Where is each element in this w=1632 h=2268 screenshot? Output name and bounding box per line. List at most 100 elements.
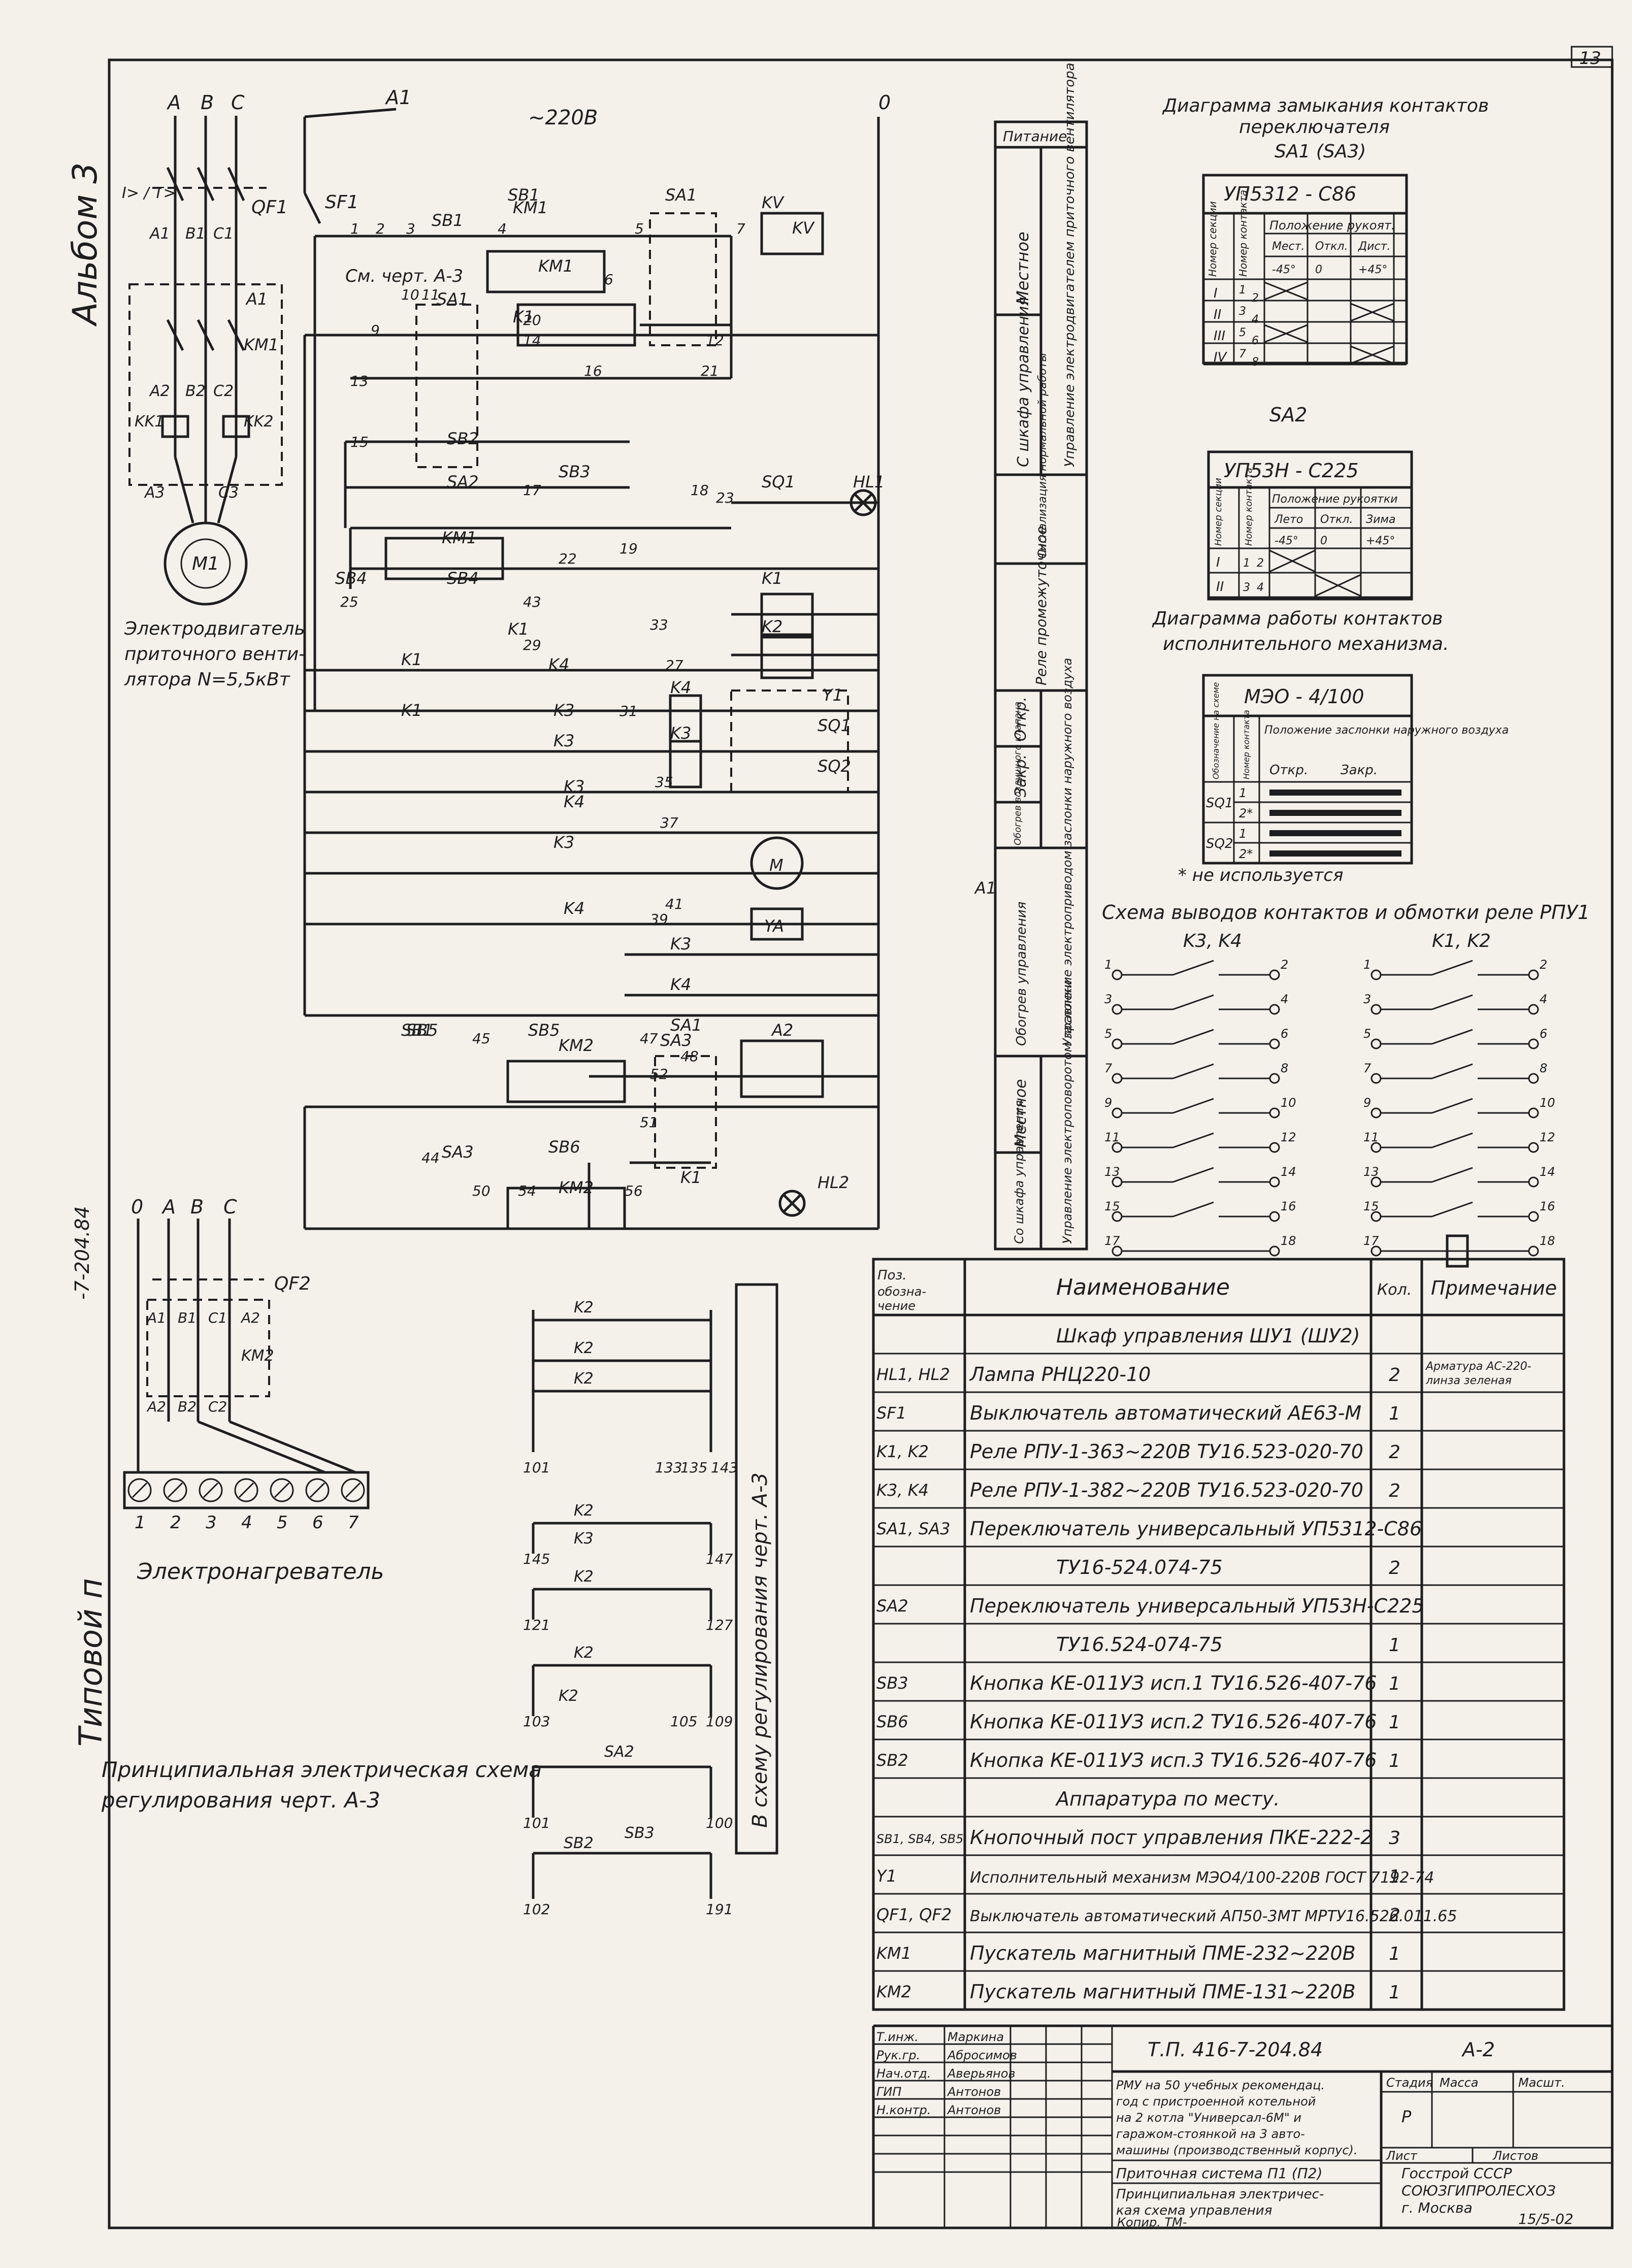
- km2-aux-contact: [506, 1187, 626, 1230]
- wire-number-37: 37: [660, 814, 678, 831]
- bom-pos-2: SF1: [876, 1403, 906, 1423]
- relay-pin-0-3: [1112, 1004, 1123, 1015]
- relay-pin-label-1-10: 10: [1540, 1096, 1555, 1110]
- reg-wire-100: 100: [706, 1815, 733, 1831]
- mech-title-2: исполнительного механизма.: [1163, 634, 1449, 654]
- kk2-relay: [222, 415, 250, 438]
- wire-number-51: 51: [640, 1114, 658, 1131]
- bom-name-7: Переключатель универсальный УП53Н-С225: [970, 1595, 1424, 1617]
- bom-name-4: Реле РПУ-1-382~220В ТУ16.523-020-70: [970, 1479, 1363, 1501]
- heater-terminal-1: [127, 1478, 152, 1502]
- reg-sa2: SA2: [604, 1743, 634, 1761]
- relay-pin-label-0-9: 9: [1104, 1096, 1112, 1110]
- relay-pin-0-4: [1269, 1004, 1280, 1015]
- km2-label: KM2: [241, 1347, 274, 1365]
- title-mass-header: Масса: [1440, 2076, 1479, 2090]
- control-label-km2: KM2: [559, 1178, 594, 1197]
- sa1-switch: [649, 212, 717, 346]
- reg-sb2: SB2: [564, 1834, 594, 1852]
- wire-number-6: 6: [604, 271, 613, 288]
- relay-pin-0-5: [1112, 1038, 1123, 1049]
- wire-number-29: 29: [523, 637, 541, 653]
- relay-pin-1-18: [1528, 1245, 1539, 1257]
- bom-pos-9: SB3: [876, 1673, 908, 1693]
- control-label-k1: K1: [401, 701, 422, 720]
- sa3-switch: [654, 1055, 717, 1169]
- sq-group: [730, 689, 849, 793]
- title-sheet-label: А-2: [1461, 2039, 1495, 2061]
- section-valve-heat: Обогрев воздушного клапана: [1013, 702, 1023, 845]
- title-drawing-0: Принципиальная электричес-: [1116, 2187, 1324, 2202]
- heater-phase-0: 0: [131, 1196, 143, 1218]
- heater-terminal-4: [234, 1478, 258, 1502]
- section-close: Закр.: [1012, 754, 1030, 797]
- relay-pin-label-0-11: 11: [1104, 1130, 1120, 1144]
- control-label-k4: K4: [564, 792, 584, 811]
- relay-pin-0-14: [1269, 1176, 1280, 1188]
- control-label-k3: K3: [553, 701, 574, 720]
- bom-name-12: Аппаратура по месту.: [1055, 1788, 1280, 1810]
- bom-pos-3: K1, K2: [876, 1442, 929, 1461]
- relay-title: Схема выводов контактов и обмотки реле Р…: [1102, 901, 1590, 924]
- reg-wire-127: 127: [706, 1617, 733, 1633]
- bom-name-13: Кнопочный пост управления ПКЕ-222-2: [970, 1826, 1373, 1849]
- tipovoi-label: Типовой п: [72, 1578, 109, 1747]
- relay-pin-label-0-17: 17: [1104, 1234, 1120, 1248]
- wire-number-3: 3: [406, 220, 415, 237]
- control-label-sb4: SB4: [335, 569, 367, 588]
- wire-number-45: 45: [472, 1030, 491, 1047]
- wire-number-25: 25: [340, 594, 358, 610]
- heater-terminal-strip: [123, 1471, 370, 1509]
- control-label-k3: K3: [553, 833, 574, 852]
- section-damper-drive: Управление электроприводом заслонки нару…: [1060, 658, 1074, 1046]
- motor-caption-2: приточного венти-: [124, 644, 305, 665]
- control-label-sa1: SA1: [665, 185, 697, 205]
- relay-pin-label-0-15: 15: [1104, 1199, 1120, 1213]
- qf1-label: QF1: [251, 197, 288, 218]
- sa1-contact-6: 6: [1252, 335, 1259, 347]
- reg-k2-d: K2: [574, 1502, 594, 1520]
- mech-contact-3: 2*: [1239, 847, 1253, 861]
- control-label-sb6: SB6: [548, 1137, 580, 1157]
- km1-label: KM1: [244, 335, 279, 354]
- relay-pin-1-1: [1370, 969, 1382, 980]
- section-heat-control: Обогрев управления: [1014, 902, 1029, 1046]
- relay-pin-1-17: [1370, 1245, 1382, 1257]
- title-system: Приточная система П1 (П2): [1116, 2165, 1322, 2182]
- sf1-label: SF1: [325, 192, 358, 213]
- bom-qty-9: 1: [1389, 1673, 1400, 1694]
- control-label-k4: K4: [670, 975, 691, 994]
- album-label: Альбом 3: [66, 162, 105, 327]
- sa1-contact-3: 3: [1239, 305, 1246, 318]
- a1-label: A1: [384, 86, 411, 109]
- sa1-title-2: переключателя: [1239, 117, 1390, 138]
- a2-relay-coil: [740, 1039, 824, 1098]
- reg-caption-2: регулирования черт. А-3: [101, 1788, 380, 1813]
- title-sheets-header: Листов: [1492, 2149, 1539, 2163]
- heater-terminal-label-3: 3: [206, 1513, 217, 1533]
- relay-pin-1-6: [1528, 1038, 1539, 1049]
- wire-number-14: 14: [523, 332, 541, 349]
- control-label-kv: KV: [762, 193, 785, 212]
- relay-pin-label-0-4: 4: [1281, 992, 1288, 1006]
- relay-pin-label-1-16: 16: [1540, 1199, 1555, 1213]
- power-circuit: A B C I> / T> QF1 A1 B1 C1 KM1 A1 A2 B2 …: [122, 91, 305, 690]
- relay-pin-0-12: [1269, 1142, 1280, 1153]
- sa1-header-contact: Номер контакта: [1237, 190, 1249, 277]
- bom-header-note: Примечание: [1431, 1277, 1557, 1299]
- bom-name-2: Выключатель автоматический АЕ63-М: [970, 1402, 1361, 1424]
- wire-number-12: 12: [706, 332, 724, 349]
- control-label-sb5: SB5: [406, 1021, 438, 1040]
- reg-k2-b: K2: [574, 1339, 594, 1357]
- bom-name-17: Пускатель магнитный ПМЕ-131~220В: [970, 1981, 1356, 2003]
- heater-terminal-2: [163, 1478, 187, 1502]
- reg-wire-147: 147: [706, 1551, 733, 1567]
- sa2-header-pos-1: Откл.: [1320, 513, 1353, 526]
- heater-terminal-label-1: 1: [135, 1513, 146, 1533]
- wire-number-39: 39: [650, 911, 668, 928]
- sa1-contact-1: 1: [1239, 284, 1246, 297]
- title-desc-1: год с пристроенной котельной: [1116, 2094, 1316, 2109]
- relay-pin-1-3: [1370, 1004, 1382, 1015]
